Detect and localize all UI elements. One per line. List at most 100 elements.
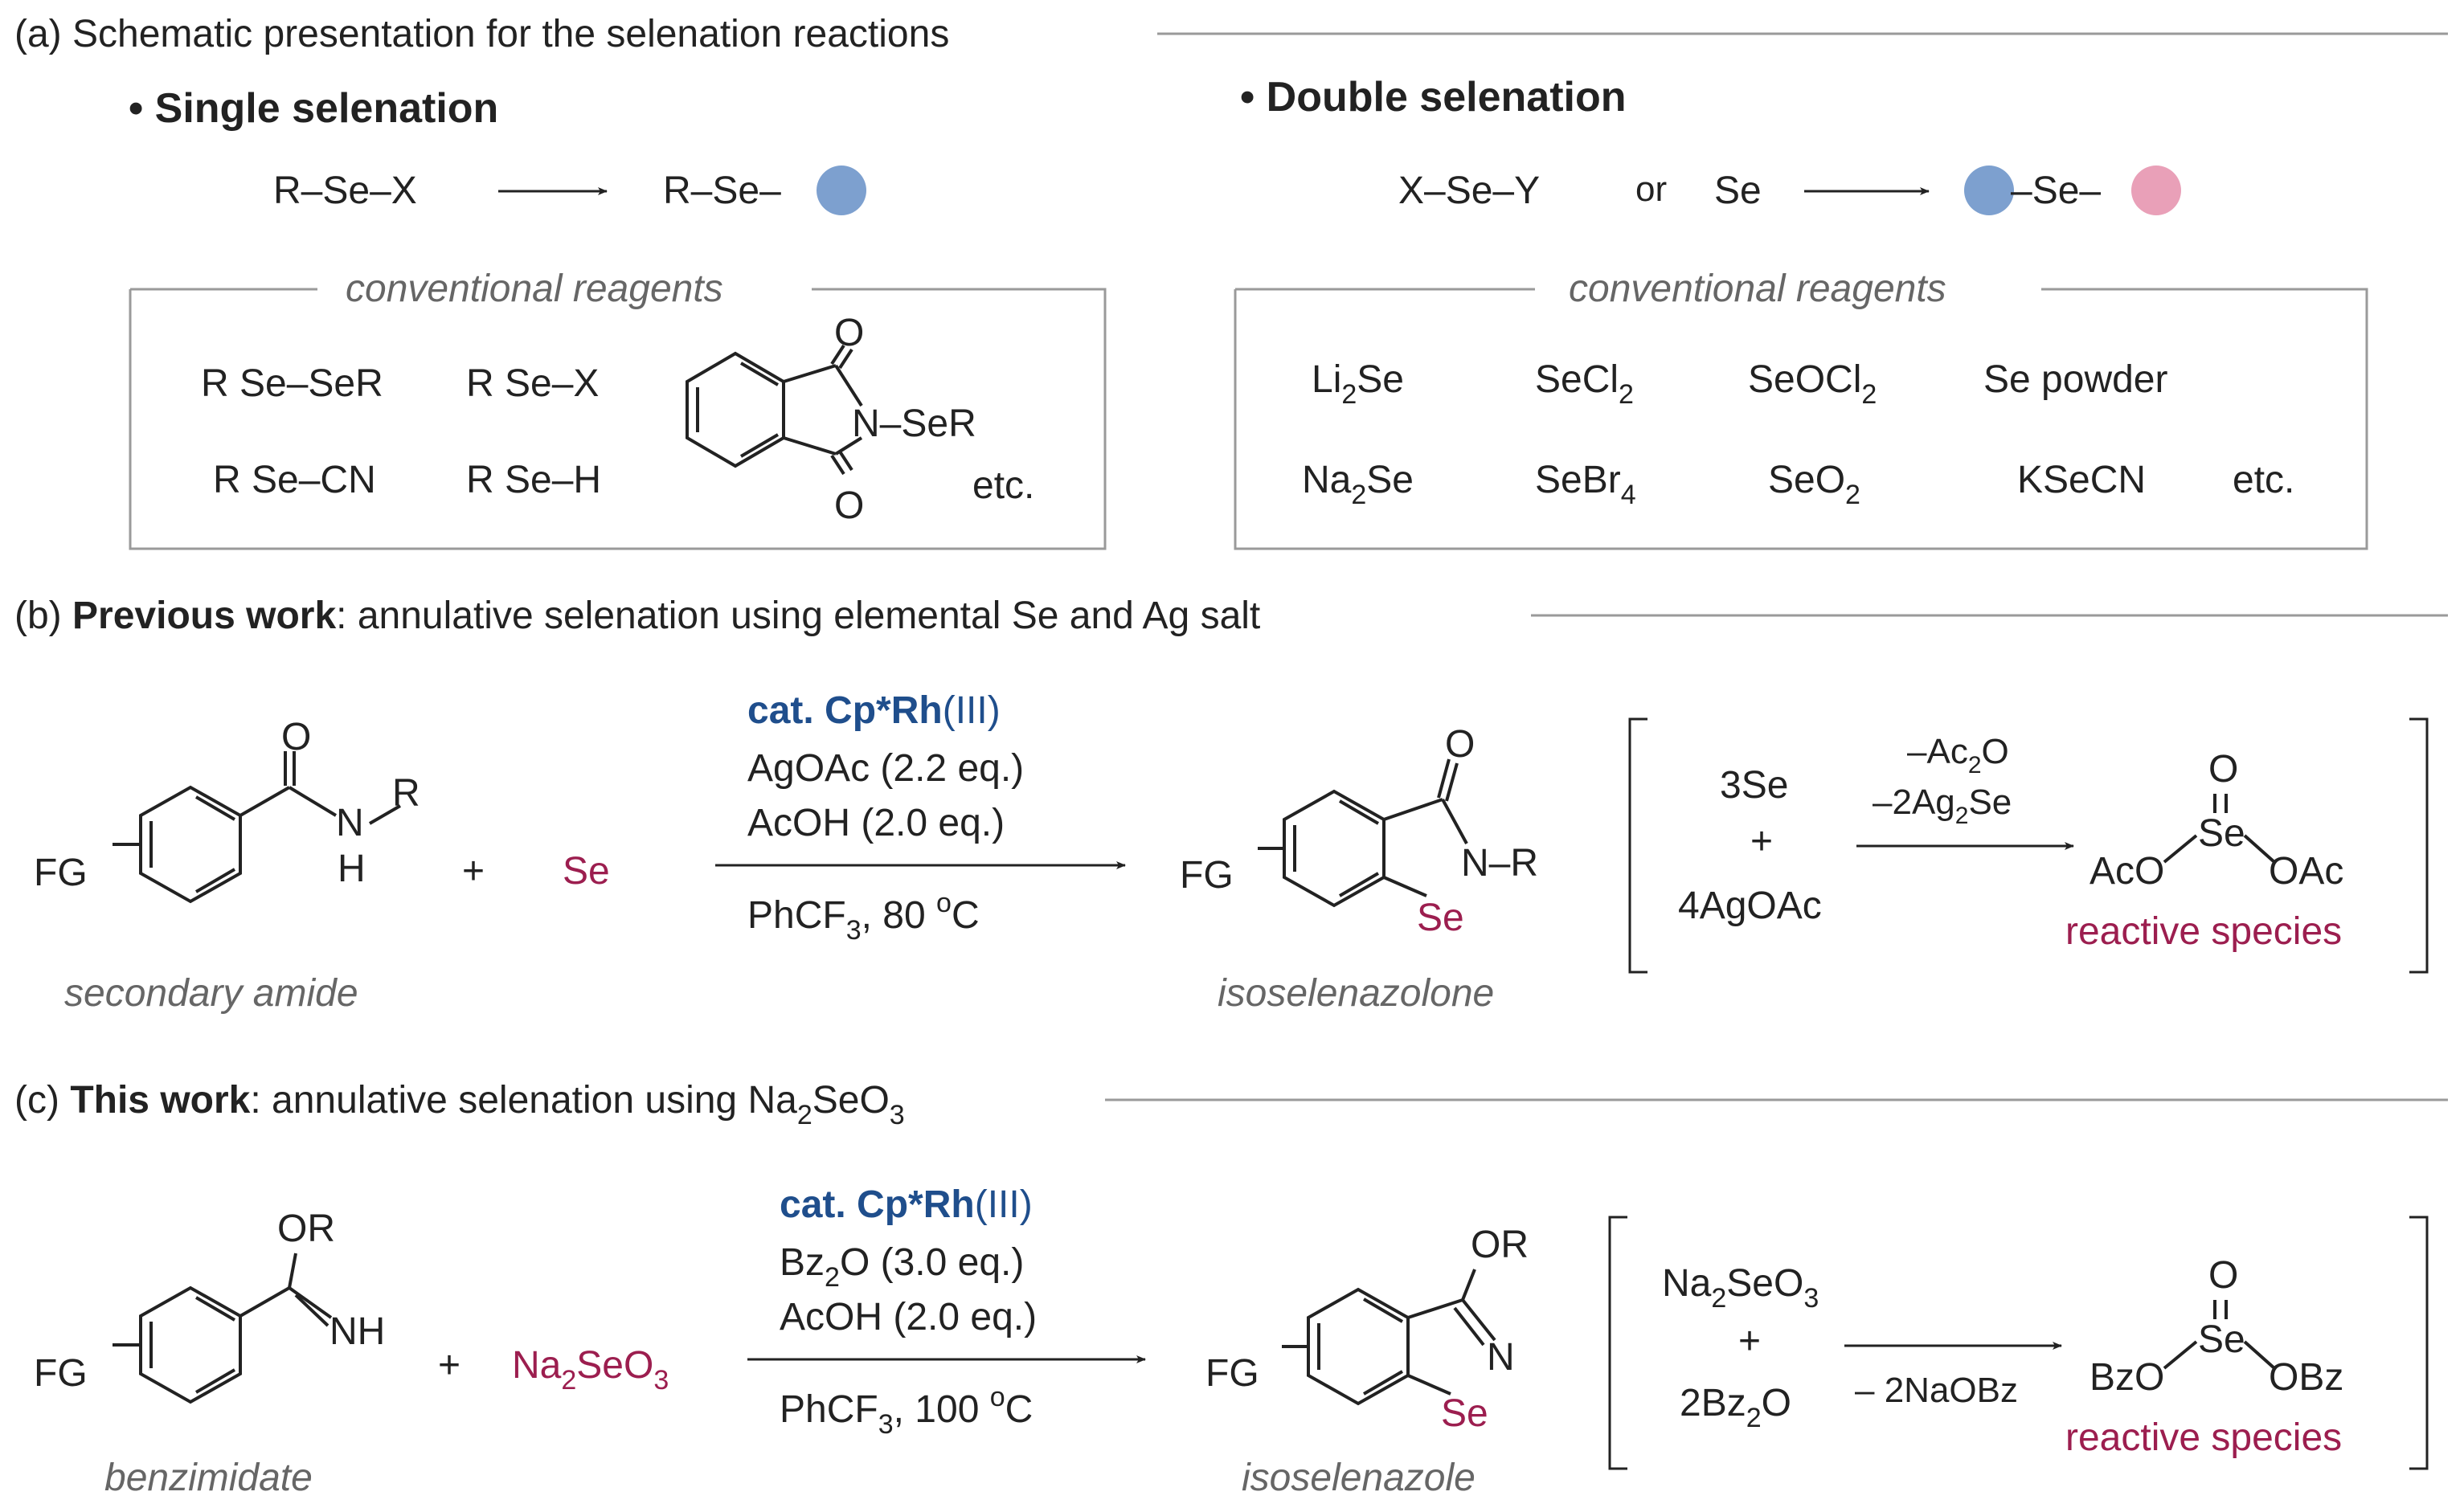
double-box-title: conventional reagents [1569,268,1946,310]
reagent-na2se: Na2Se [1302,459,1414,510]
reagent-sebr4: SeBr4 [1535,459,1636,510]
single-box-title: conventional reagents [346,268,723,310]
section-c-species-bzo: BzO [2089,1356,2164,1399]
amide-n: N [336,802,364,844]
reagent-rse-h: R Se–H [466,459,601,501]
section-c-header: (c) This work: annulative selenation usi… [14,1079,905,1130]
phthalimide-n-ser: N–SeR [852,403,976,445]
section-c-na2seo3: Na2SeO3 [1662,1262,1819,1314]
section-b-bracket-left [1628,717,1647,974]
isoselenazolone-structure [1258,758,1468,908]
double-eq-left: X–Se–Y [1398,170,1540,212]
section-b-solvent-temp: PhCF3, 80 oC [747,888,980,946]
section-c-plus: + [438,1344,460,1387]
isoselenazole-n: N [1487,1336,1515,1379]
single-eq-left: R–Se–X [273,170,417,212]
section-c-catalyst: cat. Cp*Rh(III) [780,1183,1033,1226]
isoselenazole-structure [1282,1269,1496,1406]
isoselenazole-se: Se [1441,1392,1488,1435]
double-eq-se: Se [1714,170,1762,212]
secondary-amide-label: secondary amide [64,972,358,1015]
double-substituent-circle-blue [1964,166,2014,215]
section-b-bracket-right [2409,717,2429,974]
section-b-plus: + [462,850,485,893]
section-b-3se: 3Se [1720,764,1788,807]
isoselenazolone-label: isoselenazolone [1218,972,1494,1015]
section-c-solvent-temp: PhCF3, 100 oC [780,1382,1033,1440]
isoselenazolone-se: Se [1417,897,1464,939]
section-c-2bz2o: 2Bz2O [1680,1382,1791,1433]
phthalimide-o-bottom: O [834,484,864,527]
benzimidate-structure [113,1253,333,1404]
amide-fg: FG [34,852,88,894]
section-b-bracket-plus: + [1750,820,1773,863]
section-b-species-se: Se [2198,812,2245,855]
section-b-catalyst: cat. Cp*Rh(III) [747,689,1001,732]
isoselenazolone-o: O [1445,723,1475,766]
phthalimide-o-top: O [834,312,864,354]
section-b-species-aco: AcO [2089,850,2164,893]
single-etc: etc. [972,464,1034,507]
double-selenation-heading: • Double selenation [1240,74,1627,121]
reagent-seocl2: SeOCl2 [1748,358,1877,410]
amide-r: R [392,772,420,815]
reagent-ksecn: KSeCN [2017,459,2146,501]
section-b: (b) Previous work: annulative selenation… [14,595,2448,1015]
section-c-na2seo3-reagent: Na2SeO3 [512,1344,669,1396]
section-c-species-bond-r [2243,1340,2276,1370]
phthalimide-structure [686,344,863,476]
benzimidate-nh: NH [329,1310,385,1353]
isoselenazolone-nr: N–R [1461,842,1538,885]
section-b-reactive-species-label: reactive species [2065,910,2342,953]
secondary-amide-structure [113,751,402,904]
section-c-reactive-species-label: reactive species [2065,1416,2342,1459]
section-c-species-obz: OBz [2269,1356,2343,1399]
section-b-byproduct-2: –2Ag2Se [1873,783,2012,829]
section-b-4agoac: 4AgOAc [1678,885,1822,927]
section-c-oxidant: Bz2O (3.0 eq.) [780,1241,1024,1293]
section-b-additive: AcOH (2.0 eq.) [747,802,1005,844]
reagent-li2se: Li2Se [1312,358,1404,410]
benzimidate-or: OR [277,1208,335,1250]
single-eq-right: R–Se– [663,170,781,212]
section-b-oxidant: AgOAc (2.2 eq.) [747,747,1024,790]
amide-h: H [338,848,366,890]
section-b-species-oac: OAc [2269,850,2343,893]
section-a: (a) Schematic presentation for the selen… [14,13,2448,550]
isoselenazole-label: isoselenazole [1242,1457,1476,1499]
section-c-species-o: O [2208,1254,2238,1297]
double-reagents-box [1234,288,2368,550]
double-eq-or: or [1635,170,1667,209]
section-c-bracket-left [1608,1216,1627,1470]
section-c-byproduct: – 2NaOBz [1855,1371,2018,1410]
amide-o: O [281,716,311,758]
double-substituent-circle-pink [2131,166,2181,215]
benzimidate-label: benzimidate [104,1457,313,1499]
section-b-header: (b) Previous work: annulative selenation… [14,595,1260,637]
double-etc: etc. [2233,459,2294,501]
section-b-byproduct-1: –Ac2O [1907,732,2009,779]
section-b-species-bond-l [2163,834,2198,864]
section-c: (c) This work: annulative selenation usi… [14,1079,2448,1499]
single-reagents-box [129,288,1107,550]
section-b-se-reagent: Se [563,850,610,893]
isoselenazole-or: OR [1471,1224,1529,1266]
reagent-rse-cn: R Se–CN [213,459,376,501]
benzimidate-fg: FG [34,1352,88,1395]
section-c-bracket-right [2409,1216,2429,1470]
reagent-rse-x: R Se–X [466,362,599,405]
single-selenation-heading: • Single selenation [129,85,498,132]
section-b-species-bond-r [2243,834,2276,864]
single-substituent-circle [817,166,866,215]
reagent-seo2: SeO2 [1768,459,1860,510]
double-eq-mid: –Se– [2011,170,2101,212]
section-c-species-bond-l [2163,1340,2198,1370]
isoselenazole-fg: FG [1205,1352,1259,1395]
reagent-secl2: SeCl2 [1535,358,1634,410]
section-a-header: (a) Schematic presentation for the selen… [14,13,949,55]
reagent-se-powder: Se powder [1983,358,2167,401]
section-c-additive: AcOH (2.0 eq.) [780,1296,1037,1338]
section-c-bracket-plus: + [1738,1320,1761,1363]
section-c-species-se: Se [2198,1318,2245,1361]
